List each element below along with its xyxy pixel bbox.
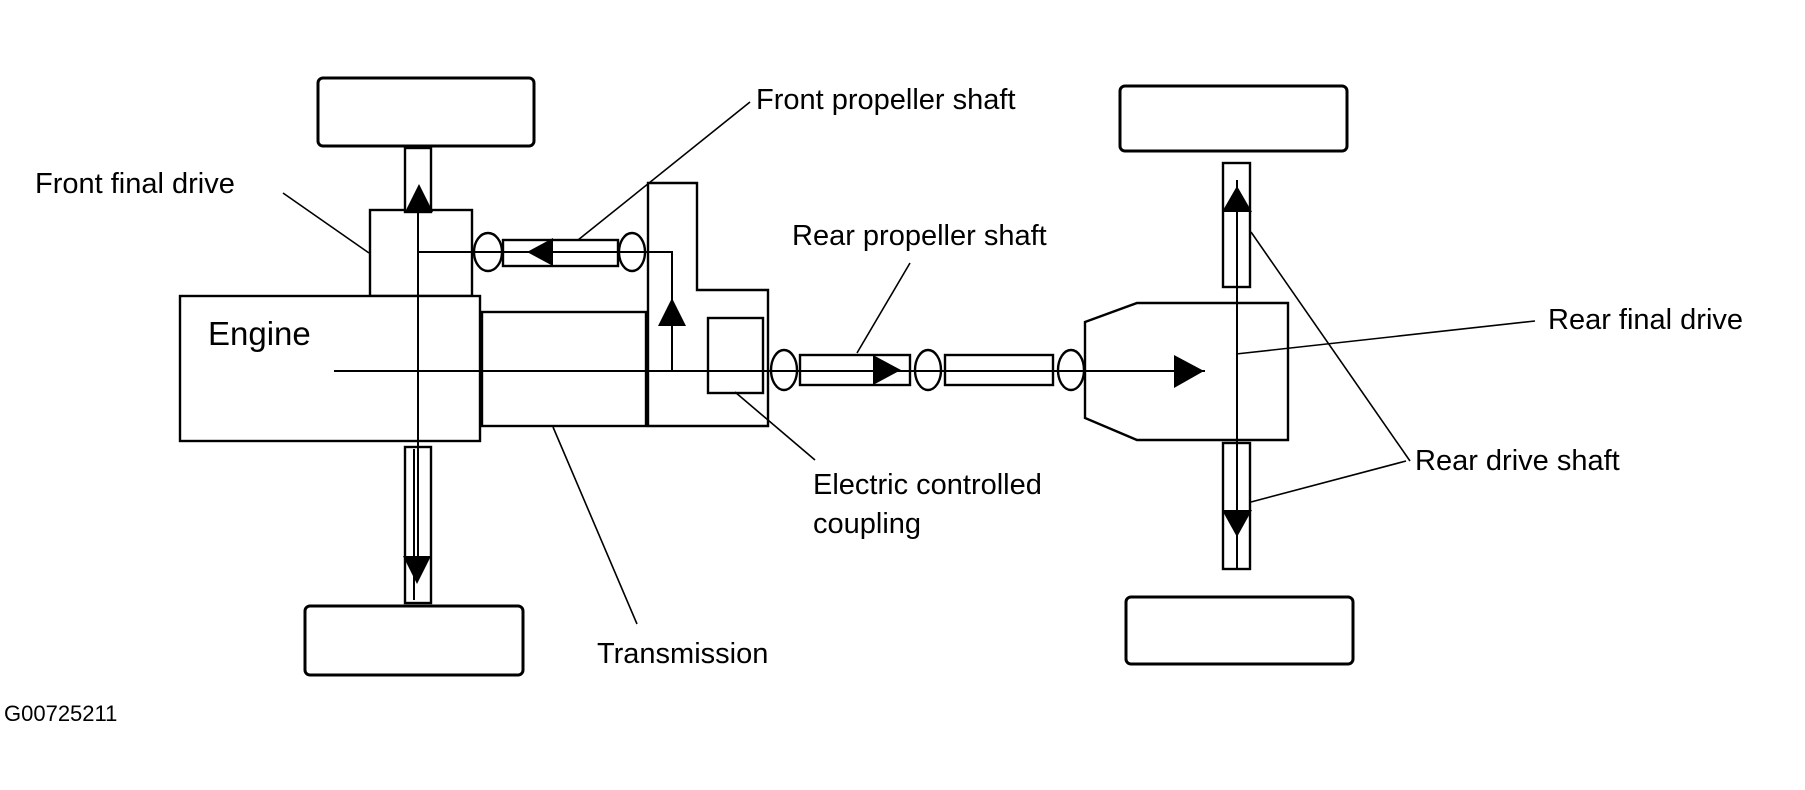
front-propeller-shaft-leader (577, 101, 751, 241)
engine-block (178, 294, 482, 443)
front-transfer-flow-line (418, 251, 673, 371)
front-lower-wheel (303, 604, 525, 677)
electric-coupling-leader (734, 391, 816, 461)
rear-propeller-direction-arrow (873, 355, 901, 385)
transmission-housing (480, 310, 648, 428)
electric-controlled-coupling-label-line2: coupling (813, 508, 921, 540)
rear-upper-wheel (1118, 84, 1349, 153)
rear-drive-shaft-lower-leader (1250, 460, 1407, 503)
rear-lower-direction-arrow (1222, 510, 1252, 537)
rear-propeller-shaft-label: Rear propeller shaft (792, 220, 1047, 252)
front-upper-wheel (316, 76, 536, 148)
transmission-leader (552, 426, 638, 625)
front-propeller-shaft-label: Front propeller shaft (756, 84, 1016, 116)
rear-final-drive-leader (1235, 320, 1536, 355)
front-propeller-direction-arrow (527, 238, 553, 266)
rear-final-drive-direction-arrow (1174, 355, 1204, 388)
transmission-label: Transmission (597, 638, 768, 670)
front-final-drive-leader (282, 192, 370, 254)
rear-drive-shaft-upper-leader (1250, 231, 1411, 462)
transfer-case-up-arrow (658, 298, 686, 326)
electric-controlled-coupling-label-line1: Electric controlled (813, 469, 1042, 501)
rear-drive-shaft-label: Rear drive shaft (1415, 445, 1620, 477)
engine-label: Engine (208, 315, 311, 352)
rear-propeller-shaft-leader (856, 262, 911, 354)
figure-code-label: G00725211 (4, 701, 117, 726)
rear-final-drive-label: Rear final drive (1548, 304, 1743, 336)
rear-lower-wheel (1124, 595, 1355, 666)
front-final-drive-label: Front final drive (35, 168, 235, 200)
electric-controlled-coupling (706, 316, 765, 395)
front-lower-direction-arrow (403, 556, 431, 584)
front-upper-direction-arrow (405, 184, 433, 212)
rear-upper-direction-arrow (1222, 186, 1252, 212)
